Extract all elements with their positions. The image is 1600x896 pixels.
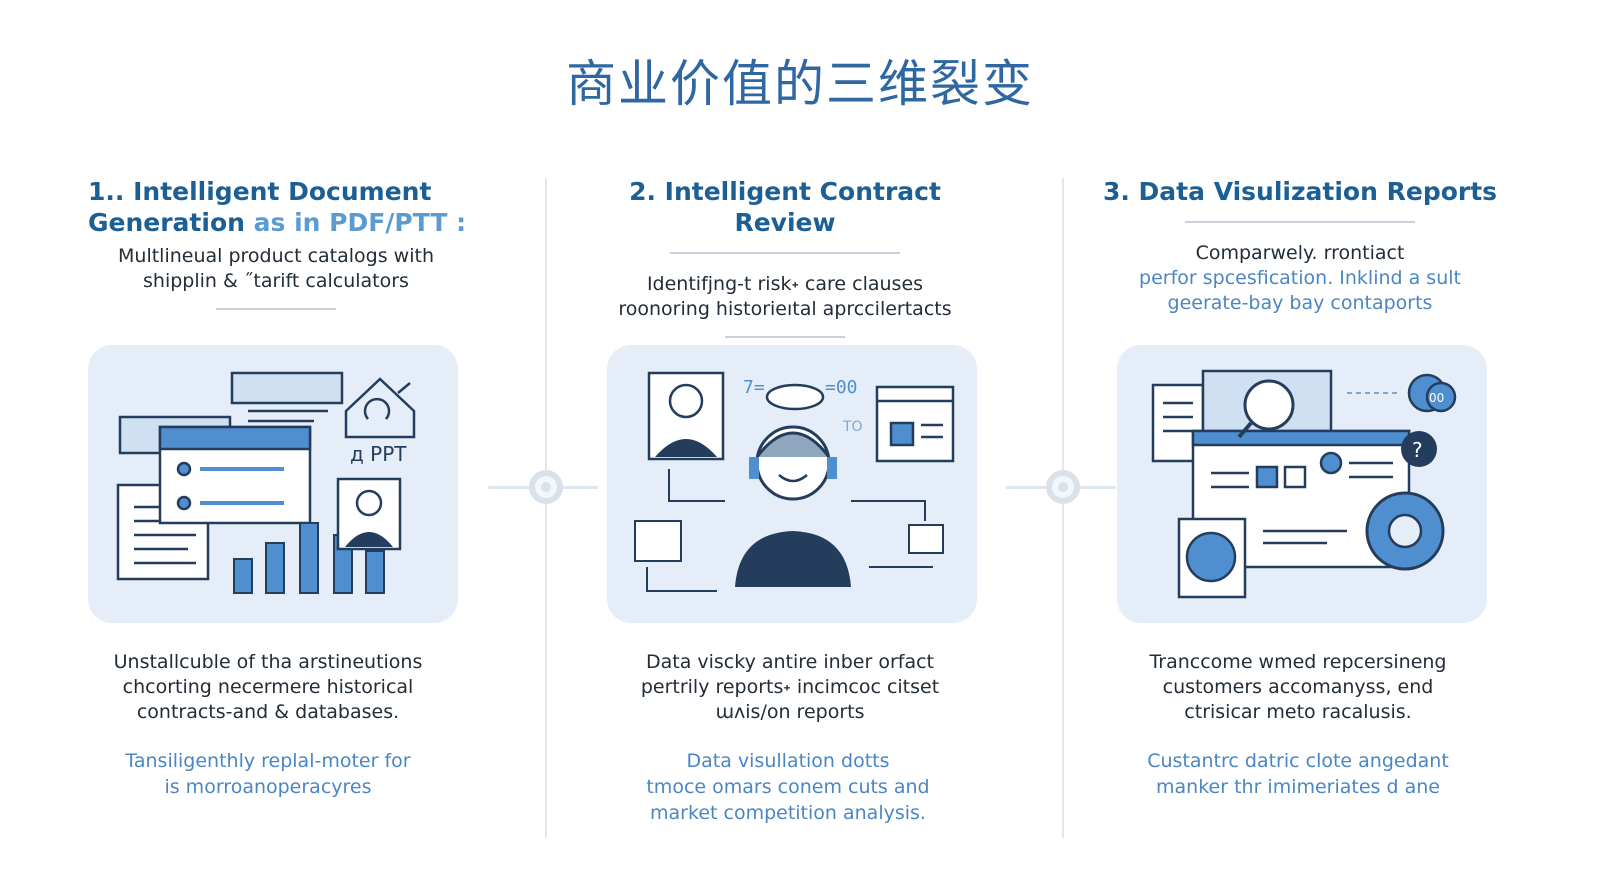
column-note: Custantrc datric clote angedant manker t… [1088,748,1508,800]
column-data-visualization: 3. Data Visulization Reports Comparwely.… [1090,176,1510,316]
globe-icon [1177,517,1247,599]
illustration-panel-contracts: 7= =00 TO [607,345,977,623]
svg-text:?: ? [1412,438,1423,462]
description-line: Data viscky antire inber orfact [645,651,934,673]
ppt-label: д PPT [350,442,407,466]
tag-label: TO [842,419,863,435]
formula-label: =00 [825,377,858,398]
column-divider [1062,178,1064,838]
cloud-label: 00 [1429,391,1444,405]
column-document-generation: 1.. Intelligent Document Generation as i… [66,176,486,310]
column-title-line-2: Generation [88,208,245,237]
note-line: is morroanoperacyres [164,776,372,798]
column-title-line-1: 1.. Intelligent Document [88,177,432,206]
speech-bubble-icon [765,383,825,411]
data-visualization-illustration: ? 00 [1151,369,1457,599]
formula-label: 7= [743,377,765,398]
illustration-panel-reports: ? 00 [1117,345,1487,623]
subtitle-line: geerate-bay bay contaports [1167,292,1433,314]
description-line: contracts-and & databases. [136,701,400,723]
description-line: ctrisicar meto racalusis. [1184,701,1412,723]
note-line: Tansiligenthly replal-moter for [125,750,411,772]
businessman-icon [336,477,402,551]
description-line: Unstallcuble of tha arstineutions [113,651,423,673]
column-note: Tansiligenthly replal-moter for is morro… [58,748,478,800]
column-title-suffix: as in PDF/PTT : [244,208,467,237]
description-line: Tranccome wmed repcersineng [1149,651,1447,673]
subtitle-line: Identifjng-t risk˖ care clauses [646,273,924,295]
column-note: Data visullation dotts tmoce omars conem… [578,748,998,826]
contract-portrait-icon [647,371,725,461]
connector-node [529,470,563,504]
separator [1185,221,1415,223]
column-description: Data viscky antire inber orfact pertrily… [580,650,1000,725]
column-subtitle: Identifjng-t risk˖ care clauses roonorin… [575,272,995,322]
illustration-panel-documents: д PPT [88,345,458,623]
help-icon: ? [1401,431,1437,467]
column-description: Unstallcuble of tha arstineutions chcort… [58,650,478,725]
document-generation-illustration: д PPT [116,371,416,594]
subtitle-line: roonoring historieıtal aprccilertacts [618,298,952,320]
column-subtitle: Comparwely. rrontiact perfor spcesficati… [1090,241,1510,316]
column-description: Tranccome wmed repcersineng customers ac… [1088,650,1508,725]
separator [670,252,900,254]
note-line: market competition analysis. [650,802,926,824]
headset-agent-icon [735,425,851,587]
subtitle-line: shipplin & ˝tarift calculators [143,270,409,292]
subtitle-line: Comparwely. rrontiact [1195,242,1405,264]
description-line: pertrily reports˖ incimcoc citset [640,676,940,698]
search-icon [1237,379,1295,439]
column-title: 2. Intelligent Contract Review [629,177,941,237]
page-title: 商业价值的三维裂变 [566,55,1034,113]
note-line: manker thr imimeriates d ane [1156,776,1440,798]
subtitle-line: perfor spcesfication. Inklind a sult [1139,267,1461,289]
column-title: 1.. Intelligent Document Generation as i… [66,176,486,238]
document-stack-icon [116,371,344,581]
cloud-gear-icon: 00 [1347,373,1457,413]
gear-icon [1365,491,1445,571]
note-line: tmoce omars conem cuts and [646,776,930,798]
note-line: Data visullation dotts [686,750,890,772]
separator [725,336,845,338]
column-divider [545,178,547,838]
description-line: customers accomanyss, end [1162,676,1434,698]
column-contract-review: 2. Intelligent Contract Review Identifjn… [575,176,995,338]
column-subtitle: Multlineual product catalogs with shippl… [66,244,486,294]
separator [216,308,336,310]
house-recycle-icon [344,377,416,439]
browser-chart-icon [875,385,955,463]
description-line: chcorting necermere historical [122,676,414,698]
document-chart-icon [634,469,944,592]
connector-node [1046,470,1080,504]
subtitle-line: Multlineual product catalogs with [118,245,434,267]
contract-review-illustration: 7= =00 TO [634,371,955,592]
description-line: ɯʌis/on reports [715,701,865,723]
note-line: Custantrc datric clote angedant [1147,750,1449,772]
column-title: 3. Data Visulization Reports [1102,177,1498,206]
